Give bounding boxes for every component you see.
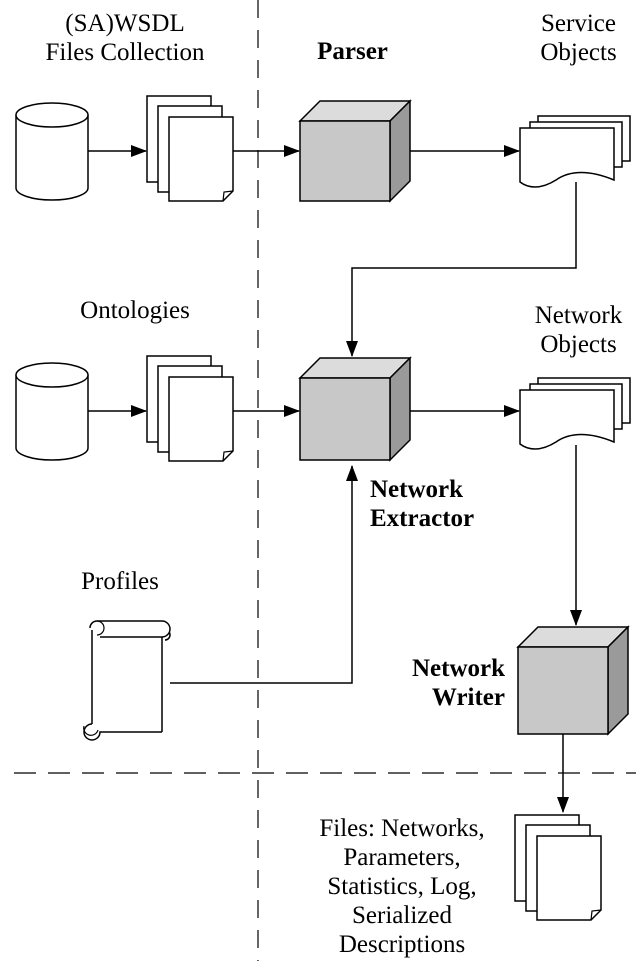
profiles-label: Profiles [81, 568, 159, 595]
network-extractor-cube [298, 356, 412, 462]
wsdl-database-icon [15, 102, 89, 201]
service-objects-label: Service Objects [540, 10, 617, 66]
ontologies-database-icon [15, 362, 89, 461]
arrow-service-objects-to-extractor [346, 182, 577, 357]
network-objects-icon [519, 377, 631, 450]
ontologies-label: Ontologies [80, 297, 190, 324]
network-objects-label: Network Objects [534, 302, 623, 358]
ontology-files-stack-icon [146, 355, 234, 462]
output-files-stack-icon [514, 814, 602, 921]
service-objects-icon [519, 115, 631, 188]
profiles-scroll-icon [83, 620, 171, 741]
wsdl-files-label: (SA)WSDL Files Collection [45, 10, 205, 66]
wsdl-files-stack-icon [146, 95, 234, 202]
parser-label: Parser [317, 38, 388, 65]
parser-cube [298, 99, 412, 203]
network-writer-label: Network Writer [411, 655, 505, 711]
arrow-profiles-to-extractor [170, 465, 358, 684]
network-writer-cube [516, 625, 630, 736]
output-files-label: Files: Networks, Parameters, Statistics,… [319, 815, 485, 958]
network-extractor-label: Network Extractor [370, 476, 475, 532]
